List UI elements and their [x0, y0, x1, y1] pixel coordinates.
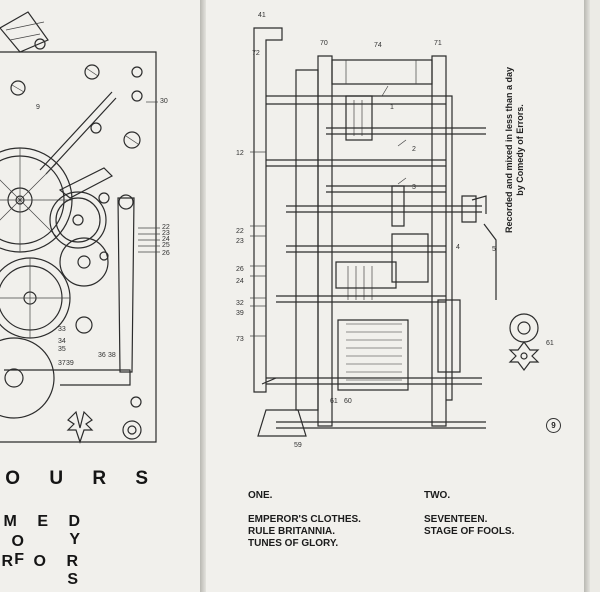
diagram-label: 23	[162, 230, 170, 237]
side-one-track-list: EMPEROR'S CLOTHES. RULE BRITANNIA. TUNES…	[248, 514, 361, 550]
diagram-label: 74	[374, 42, 382, 49]
diagram-label: 39	[66, 360, 74, 367]
side-one-heading: ONE.	[248, 490, 273, 501]
diagram-label: 1	[390, 104, 394, 111]
diagram-label: 33	[58, 326, 66, 333]
diagram-label: 70	[320, 40, 328, 47]
diagram-label: 22	[236, 228, 244, 235]
diagram-label: 38	[108, 352, 116, 359]
diagram-label: 2	[412, 146, 416, 153]
diagram-label: 73	[236, 336, 244, 343]
side-two-heading: TWO.	[424, 490, 451, 501]
fold-crease	[584, 0, 590, 592]
page-number: 9	[546, 418, 561, 433]
recording-credit: Recorded and mixed in less than a day by…	[504, 55, 540, 245]
diagram-label: 22	[162, 224, 170, 231]
band-line4-partial: R O R S	[1, 553, 86, 588]
diagram-label: 26	[236, 266, 244, 273]
diagram-label: 61	[330, 398, 338, 405]
movement-section-drawing	[206, 0, 586, 460]
track-title: STAGE OF FOOLS.	[424, 526, 515, 537]
diagram-label: 25	[162, 242, 170, 249]
band-line2-partial: M E D Y	[3, 513, 88, 548]
left-panel: 9 30 22 23 24 25 26 33 34 35 36 37 38 39…	[0, 0, 200, 592]
track-title: EMPEROR'S CLOTHES.	[248, 514, 361, 525]
diagram-label: 24	[236, 278, 244, 285]
diagram-label: 72	[252, 50, 260, 57]
diagram-label: 30	[160, 98, 168, 105]
diagram-label: 60	[344, 398, 352, 405]
middle-panel: 41 72 70 74 71 1 2 3 4 5 12 22 23 26 24 …	[206, 0, 586, 592]
clock-mechanism-drawing	[0, 0, 200, 460]
band-word-partial: O U R S	[5, 468, 160, 489]
diagram-label: 9	[36, 104, 40, 111]
side-two-track-list: SEVENTEEN. STAGE OF FOOLS.	[424, 514, 514, 538]
track-title: SEVENTEEN.	[424, 514, 488, 525]
diagram-label: 32	[236, 300, 244, 307]
diagram-label: 36	[98, 352, 106, 359]
recording-credit-line2: by Comedy of Errors.	[515, 104, 525, 196]
diagram-label: 24	[162, 236, 170, 243]
diagram-label: 26	[162, 250, 170, 257]
diagram-label: 23	[236, 238, 244, 245]
diagram-label: 59	[294, 442, 302, 449]
diagram-label: 12	[236, 150, 244, 157]
diagram-label: 71	[434, 40, 442, 47]
right-panel-edge	[590, 0, 600, 592]
diagram-label: 5	[492, 246, 496, 253]
diagram-label: 37	[58, 360, 66, 367]
diagram-label: 4	[456, 244, 460, 251]
band-line3-partial: O F	[11, 533, 32, 568]
diagram-label: 35	[58, 346, 66, 353]
diagram-label: 61	[546, 340, 554, 347]
track-title: RULE BRITANNIA.	[248, 526, 336, 537]
diagram-label: 41	[258, 12, 266, 19]
track-title: TUNES OF GLORY.	[248, 538, 339, 549]
recording-credit-line1: Recorded and mixed in less than a day	[504, 66, 514, 234]
diagram-label: 3	[412, 184, 416, 191]
diagram-label: 34	[58, 338, 66, 345]
diagram-label: 39	[236, 310, 244, 317]
fold-crease	[200, 0, 206, 592]
